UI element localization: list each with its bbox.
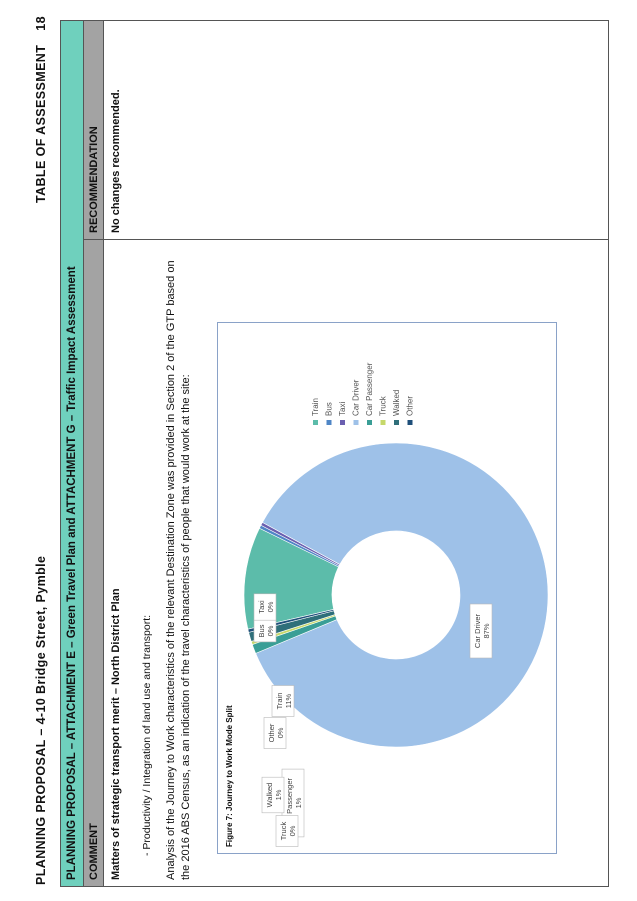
legend-swatch <box>313 420 318 425</box>
data-label-value: 1% <box>294 797 303 808</box>
comment-paragraph: Analysis of the Journey to Work characte… <box>165 260 192 880</box>
legend-label: Train <box>311 398 320 416</box>
page-number: 18 <box>34 16 48 31</box>
recommendation-text: No changes recommended. <box>110 89 122 233</box>
legend-item-taxi: Taxi <box>338 402 347 425</box>
legend-item-car-driver: Car Driver <box>352 379 361 425</box>
data-label-category: Taxi <box>257 600 266 614</box>
data-label-box <box>469 603 493 659</box>
legend-swatch <box>353 420 359 425</box>
data-label-value: 87% <box>482 623 491 638</box>
legend-swatch <box>340 420 345 425</box>
data-label-value: 0% <box>266 601 275 612</box>
table-header-row: COMMENT RECOMMENDATION <box>84 21 104 886</box>
legend-label: Other <box>406 396 415 416</box>
legend-item-other: Other <box>406 396 415 425</box>
section-title: TABLE OF ASSESSMENT <box>34 44 48 204</box>
legend-label: Taxi <box>338 402 347 416</box>
legend-swatch <box>367 420 372 425</box>
data-label-value: 0% <box>288 825 297 836</box>
section-header: TABLE OF ASSESSMENT 18 <box>34 16 48 203</box>
legend-item-train: Train <box>311 398 320 425</box>
data-label-box <box>261 776 285 814</box>
data-label-box <box>253 593 277 621</box>
data-label-value: 0% <box>266 625 275 636</box>
data-label-category: Car Driver <box>473 613 482 648</box>
legend-label: Walked <box>392 390 401 416</box>
document-title: PLANNING PROPOSAL – 4-10 Bridge Street, … <box>34 555 48 885</box>
legend-label: Car Driver <box>352 379 361 416</box>
legend-label: Car Passenger <box>365 362 374 416</box>
data-label-value: 0% <box>276 727 285 738</box>
data-label-box <box>275 815 299 847</box>
comment-heading: Matters of strategic transport merit – N… <box>110 588 122 880</box>
data-label-box <box>263 717 287 749</box>
legend-item-walked: Walked <box>392 390 401 425</box>
legend-label: Bus <box>325 402 334 416</box>
comment-bullet: - Productivity / Integration of land use… <box>141 614 153 856</box>
column-divider <box>84 239 608 240</box>
legend-item-truck: Truck <box>379 395 388 425</box>
data-label-category: Truck <box>279 822 288 841</box>
legend-item-car-passenger: Car Passenger <box>365 362 374 425</box>
table-title: PLANNING PROPOSAL – ATTACHMENT E – Green… <box>61 21 84 886</box>
data-label-category: Bus <box>257 624 266 637</box>
data-label-category: Car Passenger <box>285 777 294 828</box>
legend-label: Truck <box>379 395 388 416</box>
data-label-value: 11% <box>284 693 293 708</box>
column-header-recommendation: RECOMMENDATION <box>88 126 100 233</box>
data-label-category: Train <box>275 693 284 710</box>
data-label-box <box>271 685 295 717</box>
data-label-category: Walked <box>265 783 274 808</box>
figure-journey-to-work: Figure 7: Journey to Work Mode Split Tra… <box>217 322 557 854</box>
slice-car-driver <box>255 442 549 748</box>
legend-swatch <box>407 420 413 425</box>
legend-swatch <box>380 420 386 425</box>
legend-swatch <box>394 420 399 425</box>
data-label-category: Other <box>267 723 276 742</box>
data-label-value: 1% <box>274 789 283 800</box>
assessment-table: PLANNING PROPOSAL – ATTACHMENT E – Green… <box>60 20 609 887</box>
legend-item-bus: Bus <box>325 402 334 425</box>
column-header-comment: COMMENT <box>88 823 100 880</box>
legend-swatch <box>326 420 332 425</box>
